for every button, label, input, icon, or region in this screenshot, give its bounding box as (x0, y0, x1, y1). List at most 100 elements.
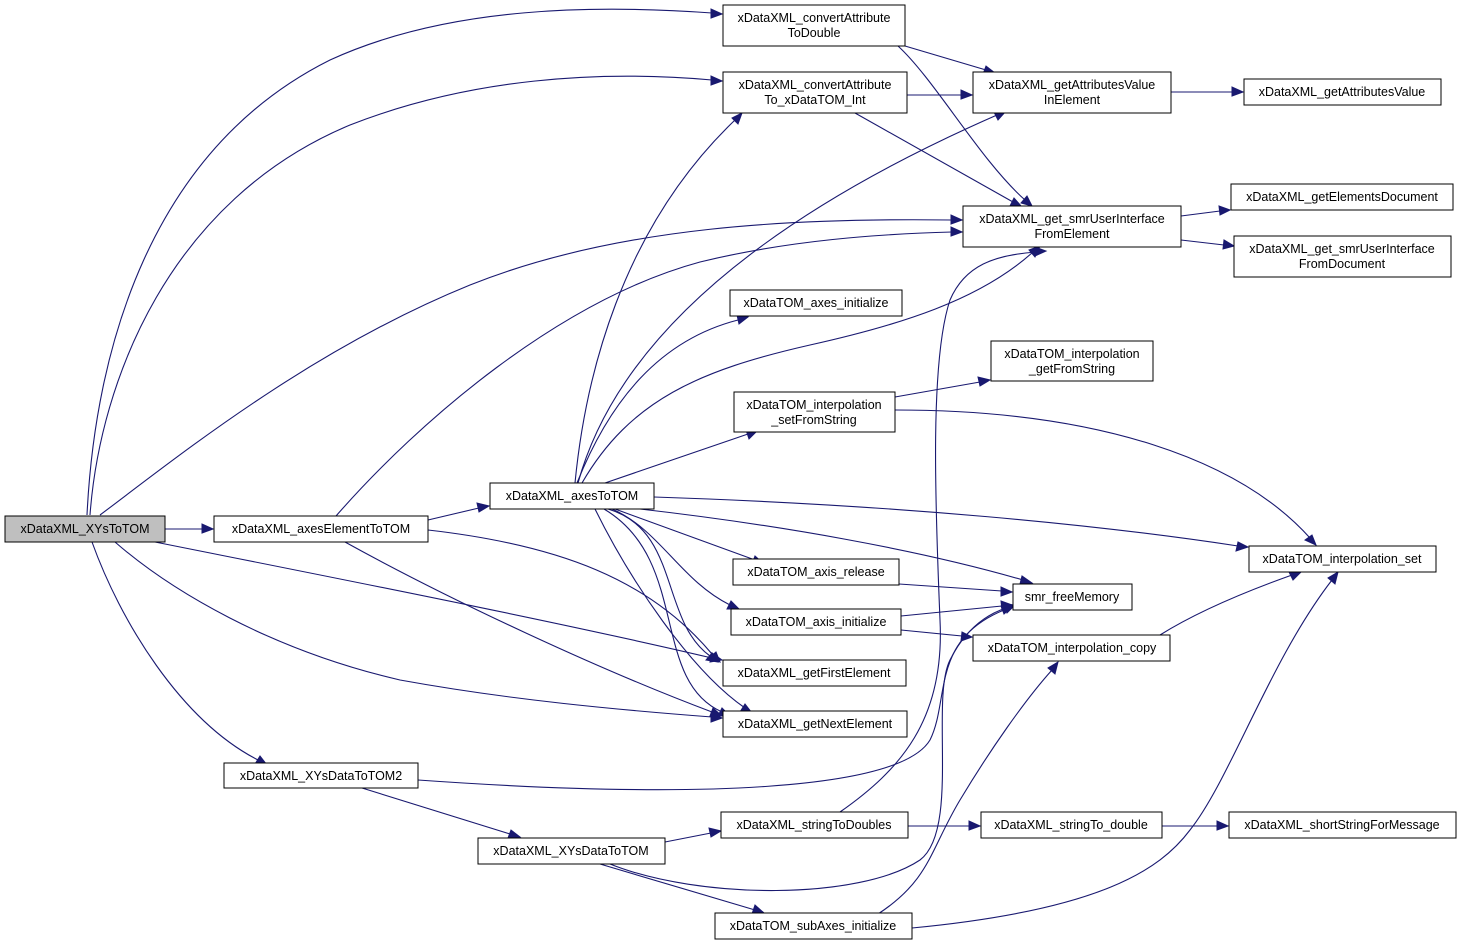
edge-root-to-smr-from-element (99, 214, 964, 516)
node-label: xDataXML_stringTo_double (994, 818, 1148, 832)
edge-axes-to-tom-to-interpolation-set (653, 496, 1250, 552)
edge-xys-data-to-tom-to-sub-axes-initialize (599, 863, 766, 915)
node-get-elements-document[interactable]: xDataXML_getElementsDocument (1230, 183, 1454, 211)
node-axes-initialize[interactable]: xDataTOM_axes_initialize (729, 289, 903, 317)
node-label: xDataTOM_subAxes_initialize (730, 919, 897, 933)
edge-xys-data-to-tom2-to-free-memory (417, 605, 1015, 791)
edge-root-to-get-next-element (114, 541, 724, 723)
node-label: xDataXML_XYsDataToTOM2 (240, 769, 402, 783)
edge-axes-to-tom-to-get-next-element-a (603, 508, 732, 717)
node-label: xDataXML_axesElementToTOM (232, 522, 410, 536)
edge-axes-to-tom-to-smr-from-element (581, 245, 1041, 484)
edge-get-attr-in-element-to-get-attr-value (1171, 86, 1245, 97)
edge-axes-to-tom-to-convert-int (574, 111, 743, 484)
node-get-next-element[interactable]: xDataXML_getNextElement (722, 710, 908, 738)
node-label: xDataXML_XYsDataToTOM (493, 844, 648, 858)
node-xys-to-tom[interactable]: xDataXML_XYsToTOM (4, 515, 166, 543)
node-label-line2: _getFromString (1028, 362, 1115, 376)
node-string-to-double[interactable]: xDataXML_stringTo_double (980, 811, 1163, 839)
edge-convert-double-to-get-attr-in-element (904, 45, 997, 75)
node-interpolation-set[interactable]: xDataTOM_interpolation_set (1248, 545, 1437, 573)
node-label-line2: FromDocument (1299, 257, 1386, 271)
node-convert-attribute-to-double[interactable]: xDataXML_convertAttribute ToDouble (722, 4, 906, 47)
edge-string-to-doubles-to-string-to-double (908, 820, 982, 831)
edge-root-to-get-first-element (154, 541, 724, 663)
edge-root-to-xys-data-to-tom2 (91, 541, 269, 766)
node-smr-user-interface-from-element[interactable]: xDataXML_get_smrUserInterface FromElemen… (962, 205, 1182, 248)
edge-axes-to-tom-to-get-first-element (607, 508, 720, 663)
node-label: xDataTOM_axis_initialize (746, 615, 887, 629)
edge-axis-release-to-free-memory (898, 583, 1014, 597)
node-label: xDataXML_getNextElement (738, 717, 893, 731)
node-axis-initialize[interactable]: xDataTOM_axis_initialize (730, 608, 902, 636)
node-label: xDataXML_stringToDoubles (737, 818, 892, 832)
edge-xys-data-to-tom2-to-xys-data-to-tom (361, 787, 522, 839)
node-label-line2: _setFromString (770, 413, 856, 427)
node-label: xDataXML_shortStringForMessage (1244, 818, 1439, 832)
node-label-line1: xDataTOM_interpolation (1004, 347, 1139, 361)
edge-root-to-axes-element-to-tom (165, 523, 215, 534)
edge-smr-from-element-to-get-elements-document (1180, 205, 1232, 217)
node-get-attributes-value[interactable]: xDataXML_getAttributesValue (1243, 78, 1442, 106)
edge-axes-element-to-smr-from-element (335, 226, 964, 517)
edge-axes-element-to-get-first-element (427, 529, 721, 663)
node-interpolation-get-from-string[interactable]: xDataTOM_interpolation _getFromString (990, 340, 1154, 382)
node-label: xDataXML_getElementsDocument (1246, 190, 1438, 204)
node-interpolation-copy[interactable]: xDataTOM_interpolation_copy (972, 634, 1171, 662)
edge-xys-data-to-tom-to-free-memory (609, 603, 1017, 892)
edge-sub-axes-initialize-to-interpolation-set (911, 570, 1339, 929)
edge-axis-initialize-to-interpolation-copy (900, 629, 974, 642)
node-label-line1: xDataTOM_interpolation (746, 398, 881, 412)
node-get-attributes-value-in-element[interactable]: xDataXML_getAttributesValue InElement (972, 71, 1172, 114)
node-smr-user-interface-from-document[interactable]: xDataXML_get_smrUserInterface FromDocume… (1233, 235, 1452, 278)
edge-sub-axes-initialize-to-interpolation-copy (877, 660, 1059, 915)
edge-root-to-convert-attribute-to-double (86, 8, 724, 516)
node-label-line2: FromElement (1034, 227, 1110, 241)
node-xys-data-to-tom2[interactable]: xDataXML_XYsDataToTOM2 (223, 762, 419, 789)
node-label: xDataXML_getAttributesValue (1259, 85, 1426, 99)
node-label-line1: xDataXML_get_smrUserInterface (979, 212, 1165, 226)
edge-axes-element-to-get-next-element (344, 541, 724, 717)
node-label: smr_freeMemory (1025, 590, 1120, 604)
node-axes-to-tom[interactable]: xDataXML_axesToTOM (489, 482, 655, 510)
edge-axes-element-to-axes-to-tom (427, 502, 491, 521)
node-string-to-doubles[interactable]: xDataXML_stringToDoubles (720, 811, 909, 839)
node-label: xDataXML_XYsToTOM (21, 522, 150, 536)
edge-interp-set-from-string-to-interpolation-set (894, 409, 1317, 546)
node-axis-release[interactable]: xDataTOM_axis_release (732, 558, 900, 586)
node-label: xDataTOM_axis_release (747, 565, 884, 579)
node-label: xDataTOM_interpolation_copy (988, 641, 1157, 655)
node-smr-free-memory[interactable]: smr_freeMemory (1012, 583, 1133, 611)
edge-axes-to-tom-to-axis-initialize (611, 508, 741, 610)
node-label-line2: InElement (1044, 93, 1101, 107)
node-label-line1: xDataXML_convertAttribute (738, 11, 891, 25)
node-convert-attribute-to-int[interactable]: xDataXML_convertAttribute To_xDataTOM_In… (722, 71, 908, 114)
node-label-line2: To_xDataTOM_Int (764, 93, 866, 107)
edge-smr-from-element-to-smr-from-document (1180, 239, 1236, 250)
node-interpolation-set-from-string[interactable]: xDataTOM_interpolation _setFromString (733, 391, 896, 433)
edge-axes-to-tom-to-axes-initialize (576, 314, 750, 484)
node-axes-element-to-tom[interactable]: xDataXML_axesElementToTOM (213, 515, 429, 543)
node-label: xDataXML_getFirstElement (738, 666, 891, 680)
node-label: xDataTOM_axes_initialize (744, 296, 889, 310)
edge-xys-data-to-tom-to-string-to-doubles (664, 827, 723, 843)
edge-axes-to-tom-to-interpolation-set-from-string (604, 429, 759, 484)
node-label-line1: xDataXML_get_smrUserInterface (1249, 242, 1435, 256)
edge-axes-to-tom-to-axis-release (614, 508, 766, 565)
node-label-line1: xDataXML_getAttributesValue (989, 78, 1156, 92)
node-get-first-element[interactable]: xDataXML_getFirstElement (722, 659, 907, 687)
node-xys-data-to-tom[interactable]: xDataXML_XYsDataToTOM (477, 837, 666, 865)
node-label: xDataXML_axesToTOM (506, 489, 638, 503)
edge-string-to-double-to-short-string-for-message (1162, 820, 1230, 831)
node-label-line1: xDataXML_convertAttribute (739, 78, 892, 92)
node-short-string-for-message[interactable]: xDataXML_shortStringForMessage (1228, 811, 1457, 839)
edge-interp-set-from-string-to-get-from-string (894, 376, 992, 398)
edge-convert-int-to-get-attr-in-element (907, 89, 974, 100)
edge-convert-double-to-smr-from-element (897, 45, 1033, 207)
edge-string-to-doubles-to-smr-from-element (839, 246, 1048, 813)
node-sub-axes-initialize[interactable]: xDataTOM_subAxes_initialize (714, 912, 913, 940)
node-label: xDataTOM_interpolation_set (1263, 552, 1422, 566)
edge-root-to-convert-attribute-to-int (89, 75, 724, 516)
edge-convert-int-to-smr-from-element (854, 112, 1024, 208)
